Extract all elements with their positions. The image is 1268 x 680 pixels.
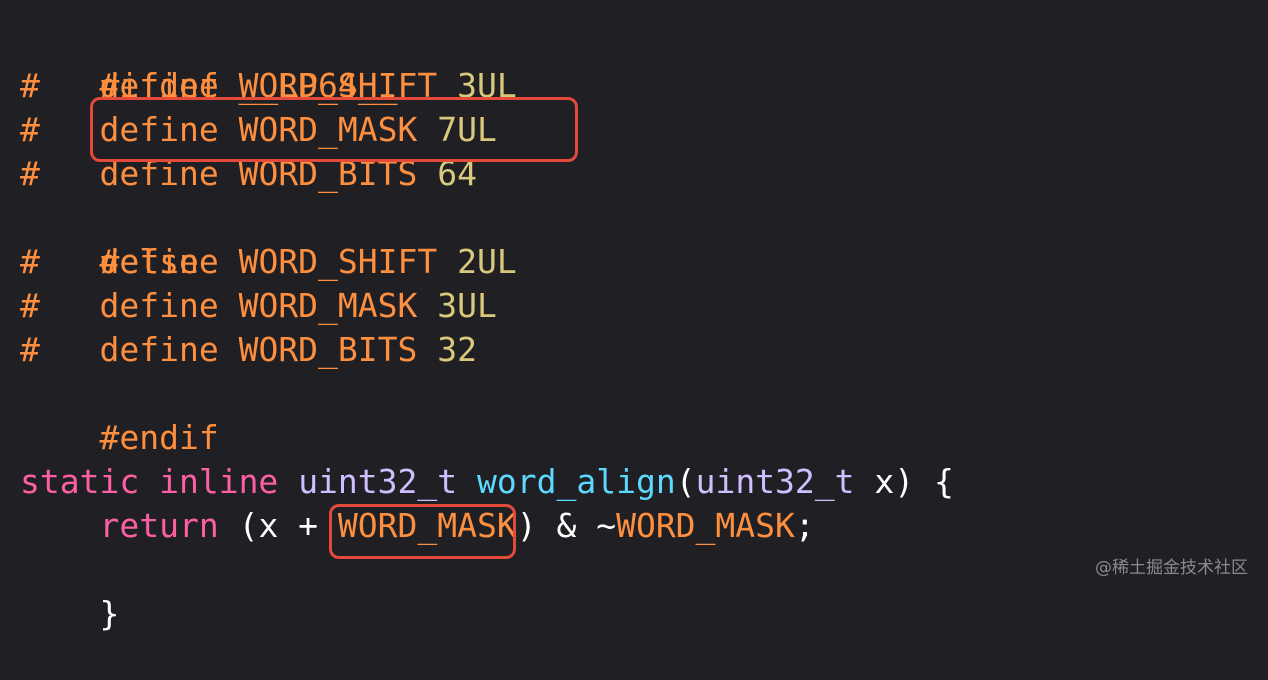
- macro-name: WORD_BITS: [238, 330, 418, 369]
- directive-hash: #: [20, 286, 40, 325]
- code-editor: #ifdef __LP64__ # define WORD_SHIFT 3UL …: [20, 20, 1248, 633]
- directive-else: #else: [99, 242, 199, 281]
- code-line-define-word-mask-32: # define WORD_MASK 3UL: [20, 284, 497, 328]
- open-paren: (: [675, 462, 696, 501]
- macro-value: 3UL: [437, 286, 497, 325]
- keyword-inline: inline: [159, 462, 279, 501]
- function-name: word_align: [477, 462, 676, 501]
- macro-value: 32: [437, 330, 478, 369]
- define-keyword: define: [99, 330, 219, 369]
- macro-value: 7UL: [437, 110, 497, 149]
- keyword-return: return: [99, 506, 219, 545]
- code-line-function-signature: static inline uint32_t word_align(uint32…: [20, 460, 954, 504]
- code-line-endif: #endif: [20, 372, 218, 457]
- expression-part: ) & ~: [516, 506, 617, 545]
- directive-hash: #: [20, 242, 40, 281]
- macro-name: WORD_MASK: [238, 110, 418, 149]
- directive-hash: #: [20, 330, 40, 369]
- return-type: uint32_t: [298, 462, 458, 501]
- code-line-close-brace: }: [20, 548, 119, 633]
- keyword-static: static: [20, 462, 140, 501]
- directive-hash: #: [20, 66, 40, 105]
- code-line-define-word-shift-32: # define WORD_SHIFT 2UL: [20, 240, 517, 284]
- code-line-else: #else: [20, 196, 198, 281]
- directive-endif: #endif: [99, 418, 219, 457]
- macro-name: WORD_SHIFT: [238, 242, 438, 281]
- watermark: @稀土掘金技术社区: [1095, 558, 1248, 578]
- macro-ref: WORD_MASK: [616, 506, 795, 545]
- code-line-define-word-bits-32: # define WORD_BITS 32: [20, 328, 477, 372]
- code-line-ifdef: #ifdef __LP64__: [20, 20, 397, 105]
- define-keyword: define: [99, 110, 219, 149]
- highlight-box-word-mask-ref: [329, 504, 516, 559]
- code-line-return: return (x + WORD_MASK) & ~WORD_MASK;: [20, 504, 815, 548]
- macro-value: 2UL: [457, 242, 517, 281]
- param-name: x: [854, 462, 895, 501]
- define-keyword: define: [99, 242, 219, 281]
- macro-ref: WORD_MASK: [337, 506, 517, 545]
- closing-brace: }: [99, 594, 120, 633]
- define-keyword: define: [99, 286, 219, 325]
- highlight-box-define-mask: [90, 97, 578, 162]
- directive-hash: #: [20, 110, 40, 149]
- code-line-define-word-mask-64: # define WORD_MASK 7UL: [20, 108, 497, 152]
- close-paren-brace: ) {: [894, 462, 954, 501]
- expression-part: (x +: [218, 506, 338, 545]
- param-type: uint32_t: [695, 462, 855, 501]
- directive-hash: #: [20, 154, 40, 193]
- semicolon: ;: [794, 506, 815, 545]
- macro-name: WORD_MASK: [238, 286, 418, 325]
